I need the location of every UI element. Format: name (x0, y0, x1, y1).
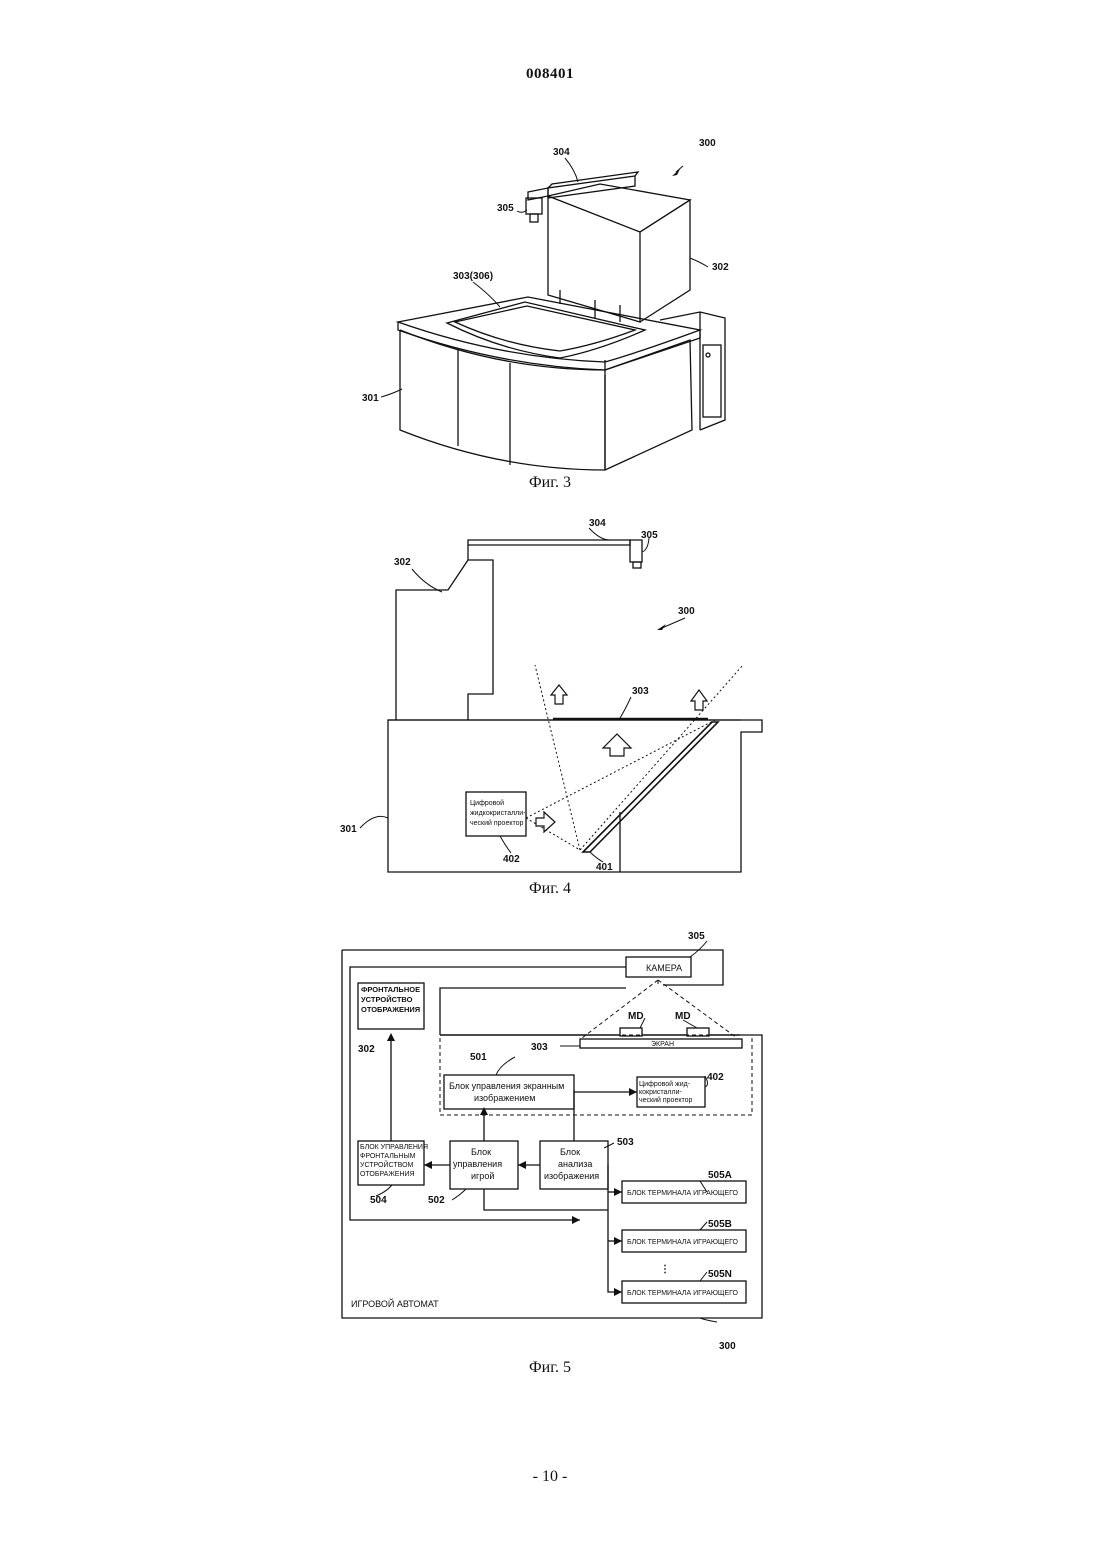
fig5-camera-label: КАМЕРА (646, 963, 682, 973)
fig3-caption: Фиг. 3 (0, 474, 1100, 492)
fig5-screen-control-line-1: Блок управления экранным (449, 1081, 564, 1091)
fig5-front-control-line-4: ОТОБРАЖЕНИЯ (360, 1171, 415, 1178)
fig3-label-301: 301 (362, 393, 379, 404)
fig4-projector-line-3: ческий проектор (470, 819, 523, 827)
fig5-front-control-line-2: ФРОНТАЛЬНЫМ (360, 1153, 416, 1160)
fig5-projector-line-2: кокристалли- (639, 1089, 682, 1096)
fig3-label-305: 305 (497, 203, 514, 214)
fig5-projector-line-1: Цифровой жид- (639, 1080, 691, 1088)
fig5-label-402: 402 (707, 1072, 724, 1083)
fig4-label-304: 304 (589, 518, 606, 529)
fig4-label-303: 303 (632, 686, 649, 697)
fig5-image-analysis-line-2: анализа (558, 1159, 592, 1169)
fig5-label-502: 502 (428, 1195, 445, 1206)
fig4-caption: Фиг. 4 (0, 880, 1100, 898)
fig5-label-505n: 505N (708, 1269, 732, 1280)
document-number: 008401 (0, 66, 1100, 83)
fig5-image-analysis-line-3: изображения (544, 1171, 599, 1181)
fig5-game-control-line-2: управления (453, 1159, 502, 1169)
fig5-label-501: 501 (470, 1052, 487, 1063)
fig5-label-505b: 505B (708, 1219, 732, 1230)
fig4-drawing: 302 304 305 300 303 301 402 401 Цифровой… (0, 515, 1100, 880)
fig5-front-control-line-3: УСТРОЙСТВОМ (360, 1160, 414, 1169)
fig5-md-1: MD (628, 1011, 644, 1022)
fig5-ellipsis: ⋮ (660, 1264, 670, 1275)
fig5-label-303: 303 (531, 1042, 548, 1053)
fig5-front-display-line-1: ФРОНТАЛЬНОЕ (361, 985, 420, 994)
fig5-image-analysis-line-1: Блок (560, 1147, 580, 1157)
fig5-label-305: 305 (688, 931, 705, 942)
fig5-game-control-line-1: Блок (471, 1147, 491, 1157)
fig3-label-302: 302 (712, 262, 729, 273)
fig4-label-305: 305 (641, 530, 658, 541)
fig5-projector-line-3: ческий проектор (639, 1096, 692, 1104)
fig5-label-302: 302 (358, 1044, 375, 1055)
fig3-label-300: 300 (699, 138, 716, 149)
fig4-projector-line-1: Цифровой (470, 799, 504, 807)
fig5-block-diagram: 305 КАМЕРА ФРОНТАЛЬНОЕ УСТРОЙСТВО ОТОБРА… (0, 925, 1100, 1365)
fig4-label-300: 300 (678, 606, 695, 617)
fig5-terminal-2: БЛОК ТЕРМИНАЛА ИГРАЮЩЕГО (627, 1239, 739, 1246)
fig5-label-504: 504 (370, 1195, 387, 1206)
page-footer: - 10 - (0, 1468, 1100, 1486)
fig5-front-control-line-1: БЛОК УПРАВЛЕНИЯ (360, 1144, 428, 1151)
fig3-label-304: 304 (553, 147, 570, 158)
fig5-md-2: MD (675, 1011, 691, 1022)
fig4-label-302: 302 (394, 557, 411, 568)
fig5-label-300: 300 (719, 1341, 736, 1352)
fig5-label-505a: 505A (708, 1170, 732, 1181)
fig5-front-display-line-3: ОТОБРАЖЕНИЯ (361, 1005, 420, 1014)
fig3-label-303: 303(306) (453, 271, 493, 282)
fig5-label-503: 503 (617, 1137, 634, 1148)
fig5-screen-label: ЭКРАН (651, 1041, 674, 1048)
fig5-terminal-1: БЛОК ТЕРМИНАЛА ИГРАЮЩЕГО (627, 1190, 739, 1197)
fig5-front-display-line-2: УСТРОЙСТВО (361, 995, 413, 1004)
fig5-terminal-3: БЛОК ТЕРМИНАЛА ИГРАЮЩЕГО (627, 1290, 739, 1297)
fig4-label-402: 402 (503, 854, 520, 865)
fig5-game-control-line-3: игрой (471, 1171, 494, 1181)
fig5-caption: Фиг. 5 (0, 1359, 1100, 1377)
fig5-screen-control-line-2: изображением (474, 1093, 535, 1103)
fig4-label-301: 301 (340, 824, 357, 835)
fig3-drawing: 304 305 303(306) 301 302 300 (0, 130, 1100, 480)
fig4-projector-line-2: жидкокристалли- (470, 810, 526, 817)
fig5-machine-label: ИГРОВОЙ АВТОМАТ (351, 1298, 439, 1309)
fig4-label-401: 401 (596, 862, 613, 873)
